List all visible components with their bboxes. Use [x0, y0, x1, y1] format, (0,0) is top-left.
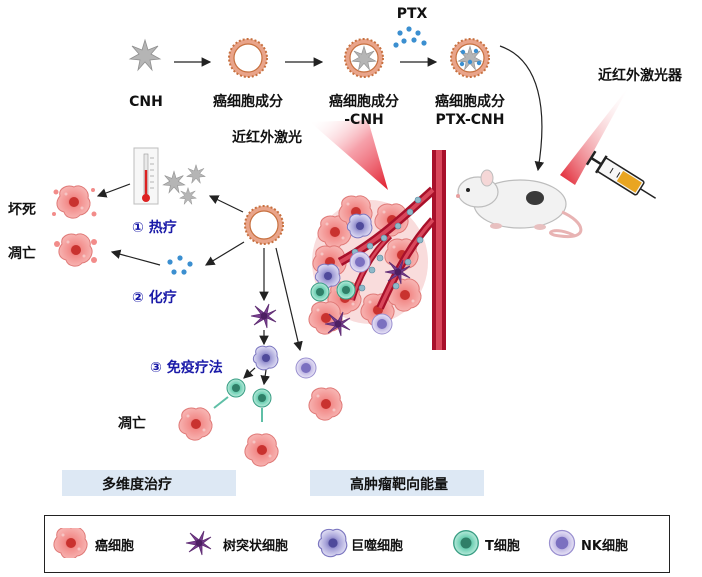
label-cnh: CNH — [129, 94, 163, 110]
legend-label-dendritic-cell: 树突状细胞 — [223, 539, 289, 554]
label-photothermal-therapy: ① 热疗 — [132, 220, 177, 236]
necrotic-cell-icon — [52, 185, 97, 219]
ptx-drug-icon — [393, 26, 427, 48]
label-cancer-membrane-ptx-cnh-1: 癌细胞成分 — [435, 94, 505, 110]
legend-item-macrophage: 巨噬细胞 — [313, 528, 433, 558]
label-ptx: PTX — [396, 6, 428, 22]
syringe-icon — [585, 150, 657, 199]
cnh-icon — [129, 39, 161, 71]
banner-tumor-targeting: 高肿瘤靶向能量 — [310, 470, 484, 496]
label-cancer-membrane: 癌细胞成分 — [213, 94, 283, 110]
t-cell-cascade-icon — [213, 378, 272, 422]
legend: 癌细胞 树突状细胞 巨噬细胞 T细胞 NK细胞 — [44, 515, 670, 573]
label-laser-beam: 近红外激光 — [232, 130, 302, 146]
legend-macrophage-icon — [317, 528, 348, 558]
cancer-membrane-ptx-cnh-icon — [450, 38, 490, 78]
banner-multi-therapy-label: 多维度治疗 — [102, 477, 172, 493]
legend-cancer-cell-icon — [53, 528, 88, 558]
dendritic-cell-icon — [250, 303, 277, 329]
label-chemotherapy: ② 化疗 — [132, 290, 177, 306]
label-laser-device: 近红外激光器 — [598, 68, 682, 84]
nanoparticle-center-icon — [244, 205, 284, 245]
label-cancer-membrane-cnh-2: -CNH — [344, 112, 384, 128]
thermometer-icon — [133, 147, 159, 205]
apoptotic-cell-icon — [54, 233, 97, 267]
legend-label-macrophage: 巨噬细胞 — [351, 539, 404, 554]
blood-vessel — [337, 150, 446, 350]
legend-t-cell-icon — [453, 530, 479, 556]
nk-cell-cascade-icon — [295, 357, 317, 379]
laser-device-beam — [560, 85, 630, 185]
legend-item-t-cell: T细胞 — [449, 528, 549, 558]
cnh-fragment-icons — [162, 164, 206, 205]
label-cancer-membrane-ptx-cnh-2: PTX-CNH — [435, 112, 505, 128]
label-immuno-apoptosis: 凋亡 — [118, 416, 146, 432]
legend-label-cancer-cell: 癌细胞 — [95, 539, 135, 554]
legend-nk-cell-icon — [548, 529, 576, 557]
banner-multi-therapy: 多维度治疗 — [62, 470, 236, 496]
legend-item-cancer-cell: 癌细胞 — [51, 528, 171, 558]
label-apoptosis: 凋亡 — [8, 246, 36, 262]
label-cancer-membrane-cnh-1: 癌细胞成分 — [329, 94, 399, 110]
nanoparticles-in-tumor — [351, 196, 424, 292]
label-immunotherapy: ③ 免疫疗法 — [150, 360, 223, 376]
cancer-membrane-icon — [228, 38, 268, 78]
legend-item-dendritic-cell: 树突状细胞 — [177, 528, 317, 558]
legend-label-t-cell: T细胞 — [485, 539, 520, 554]
laser-beam — [310, 120, 388, 190]
ptx-release-icon — [167, 255, 193, 275]
legend-item-nk-cell: NK细胞 — [545, 528, 663, 558]
macrophage-cascade-icon — [252, 345, 279, 371]
label-necrosis: 坏死 — [8, 202, 36, 218]
legend-label-nk-cell: NK细胞 — [581, 539, 628, 554]
legend-dendritic-cell-icon — [185, 530, 212, 556]
cancer-membrane-cnh-icon — [344, 38, 384, 78]
mouse-icon — [456, 169, 583, 239]
banner-tumor-targeting-label: 高肿瘤靶向能量 — [350, 477, 448, 493]
